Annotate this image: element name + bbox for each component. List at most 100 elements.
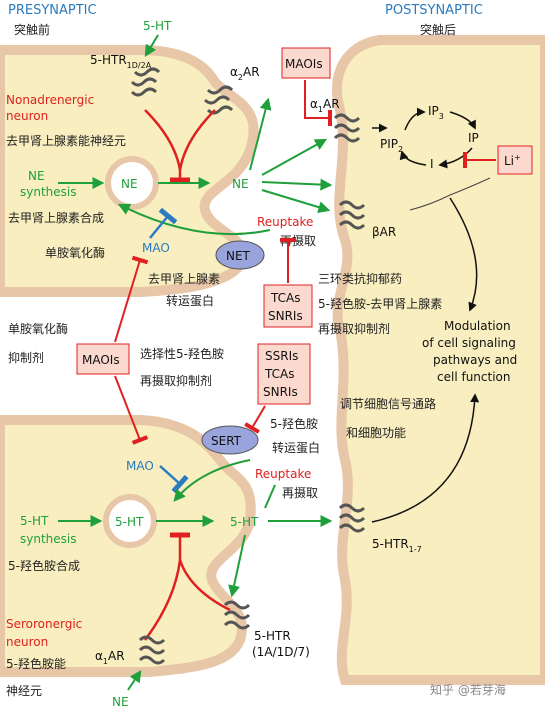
ht-autoreceptor-label-1: 5-HTR (254, 629, 291, 643)
ssri-cn-1: 选择性5-羟色胺 (140, 346, 224, 361)
lower-alpha1-label: α1AR (95, 649, 125, 666)
maois-top-inhibition (304, 80, 332, 126)
ne-synthesis-1: NE (28, 169, 45, 183)
serotonergic-label-cn-1: 5-羟色胺能 (6, 656, 66, 671)
ht-reuptake-line (264, 484, 276, 509)
lithium-box (497, 145, 533, 175)
maois-mid-box (76, 343, 130, 375)
postsynaptic-header-cn: 突触后 (420, 22, 456, 37)
maois-to-ne-mao (114, 255, 149, 343)
ssris-inhibition (244, 405, 266, 434)
ht-mao-label: MAO (126, 459, 154, 473)
ssris-label-1: SSRIs (265, 349, 298, 363)
beta-receptor-icon (338, 200, 366, 230)
ssris-label-3: SNRIs (263, 385, 298, 399)
snri-cn-1: 5-羟色胺-去甲肾上腺素 (318, 296, 442, 311)
ne-reuptake-cn: 再摄取 (280, 233, 316, 248)
ne-input-label: NE (112, 695, 129, 709)
ht-cleft-label: 5-HT (230, 515, 259, 529)
ht-input-arrow (144, 34, 159, 58)
lower-alpha1-receptor-icon (138, 635, 166, 665)
ht-autoreceptor-icon (223, 600, 251, 630)
ht-reuptake-label: Reuptake (255, 467, 311, 481)
ne-input-arrow (127, 670, 142, 691)
ssris-box (257, 343, 311, 405)
net-cn-2: 转运蛋白 (166, 293, 214, 308)
ne-reuptake-label: Reuptake (257, 215, 313, 229)
serotonergic-label-cn-2: 神经元 (6, 684, 42, 698)
signaling-bracket (409, 177, 491, 211)
sert-label: SERT (211, 434, 242, 448)
modulation-line-3: pathways and (433, 353, 517, 367)
ht-input-label: 5-HT (143, 19, 172, 33)
noradrenergic-label-cn: 去甲肾上腺素能神经元 (6, 134, 126, 148)
maoi-cn-1: 单胺氧化酶 (8, 321, 68, 336)
maois-mid-label: MAOIs (82, 353, 120, 367)
ht-to-auto-arrow (228, 534, 246, 598)
ip-to-i-arrow (438, 147, 473, 169)
tcas-snris-label-1: TCAs (270, 291, 300, 305)
ht-synthesis-2: synthesis (20, 532, 77, 546)
ne-vesicle-label: NE (121, 177, 138, 191)
ip-label: IP (468, 131, 479, 145)
ip3-to-ip-arrow (449, 111, 476, 130)
maois-top-box (281, 47, 331, 79)
ht-vesicle-label: 5-HT (115, 515, 144, 529)
modulation-cn-1: 调节细胞信号通路 (340, 396, 436, 411)
ht-vesicle (103, 494, 157, 548)
net-cn-1: 去甲肾上腺素 (148, 272, 220, 286)
watermark: 知乎 @若芽海 (430, 682, 506, 697)
ne-mao-label: MAO (142, 241, 170, 255)
maois-to-ht-mao (114, 375, 149, 445)
maoi-cn-2: 抑制剂 (8, 350, 44, 365)
postsynaptic-header: POSTSYNAPTIC (385, 3, 483, 18)
beta-ar-label: βAR (372, 225, 396, 239)
lithium-label: Li+ (504, 153, 521, 168)
pip2-to-ip3-arrow (404, 107, 426, 131)
bracket-to-modulation-arrow (449, 197, 478, 312)
noradrenergic-label-1: Nonadrenergic (6, 93, 94, 107)
ht-mao-inhibition (159, 465, 189, 494)
alpha2-ar-label: α2AR (230, 65, 260, 82)
noradrenergic-label-2: neuron (6, 109, 48, 123)
snri-cn-2: 再摄取抑制剂 (318, 321, 390, 336)
ip3-label: IP3 (428, 104, 444, 121)
tcas-snris-box (263, 284, 313, 328)
ht-autoreceptor-inhibition (143, 535, 231, 641)
ne-vesicle (105, 156, 159, 210)
htr17-receptor-icon (338, 503, 366, 533)
autoreceptor-inhibition (144, 109, 216, 180)
htr17-label: 5-HTR1-7 (372, 537, 422, 554)
post-alpha1-receptor-icon (333, 113, 361, 143)
tca-cn: 三环类抗抑郁药 (318, 271, 402, 286)
presynaptic-header-cn: 突触前 (14, 22, 50, 37)
ht-synthesis-cn: 5-羟色胺合成 (8, 558, 80, 573)
net-transporter-icon (215, 240, 265, 270)
ssri-cn-2: 再摄取抑制剂 (140, 373, 212, 388)
postsynaptic-cell (331, 35, 545, 685)
pip2-label: PIP2 (380, 137, 403, 154)
modulation-line-2: of cell signaling (422, 336, 516, 350)
ne-to-alpha1-arrow (261, 138, 328, 176)
sert-transporter-icon (201, 425, 259, 455)
htr-1d2a-receptor-icon (130, 67, 161, 97)
ne-synthesis-cn: 去甲肾上腺素合成 (8, 210, 104, 225)
maois-top-label: MAOIs (285, 57, 323, 71)
ne-to-beta-arrow (261, 189, 331, 213)
ne-cleft-label: NE (232, 177, 249, 191)
htr-1d2a-label: 5-HTR1D/2A (90, 53, 152, 70)
ssris-label-2: TCAs (264, 367, 294, 381)
serotonergic-label-2: neuron (6, 635, 48, 649)
presynaptic-header: PRESYNAPTIC (8, 3, 97, 18)
i-to-pip2-arrow (399, 150, 427, 166)
ht-reuptake-arrow (173, 459, 251, 502)
modulation-line-1: Modulation (444, 319, 511, 333)
ne-mao-cn: 单胺氧化酶 (45, 245, 105, 260)
tcas-snris-label-2: SNRIs (268, 309, 303, 323)
ne-to-alpha2-arrow (249, 97, 272, 171)
modulation-line-4: cell function (437, 370, 510, 384)
sert-cn-2: 转运蛋白 (272, 440, 320, 455)
ne-reuptake-arrow (117, 203, 271, 236)
